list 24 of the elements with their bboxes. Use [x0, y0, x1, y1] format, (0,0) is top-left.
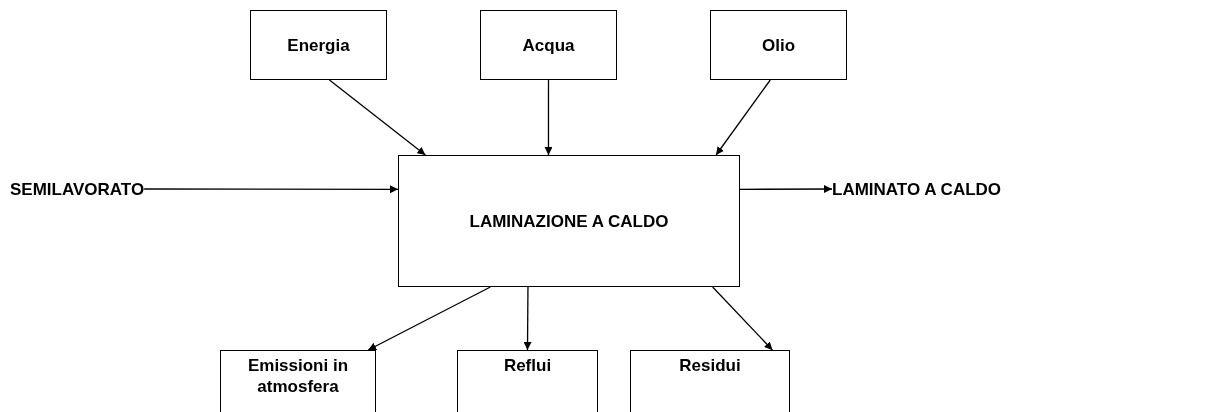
- flow-label: LAMINATO A CALDO: [832, 178, 1002, 200]
- box-label: Emissioni in atmosfera: [246, 355, 350, 397]
- flow-label: SEMILAVORATO: [10, 178, 145, 200]
- arrow: [739, 185, 833, 194]
- arrow: [143, 185, 399, 194]
- box-label: Olio: [761, 34, 796, 56]
- box-label: Acqua: [522, 34, 575, 56]
- arrow: [712, 286, 774, 351]
- arrow: [544, 79, 553, 156]
- box-label: Energia: [287, 34, 350, 56]
- process-box: [630, 350, 790, 412]
- process-box: [457, 350, 598, 412]
- arrow: [715, 79, 771, 156]
- box-label: LAMINAZIONE A CALDO: [469, 210, 669, 232]
- process-box: [220, 350, 376, 412]
- arrow: [523, 286, 532, 351]
- arrow: [328, 79, 426, 156]
- box-label: Residui: [679, 355, 741, 376]
- process-box: [480, 10, 617, 80]
- box-label: Reflui: [503, 355, 552, 376]
- process-box: [710, 10, 847, 80]
- process-box: [250, 10, 387, 80]
- process-box: [398, 155, 740, 287]
- arrow: [367, 286, 491, 351]
